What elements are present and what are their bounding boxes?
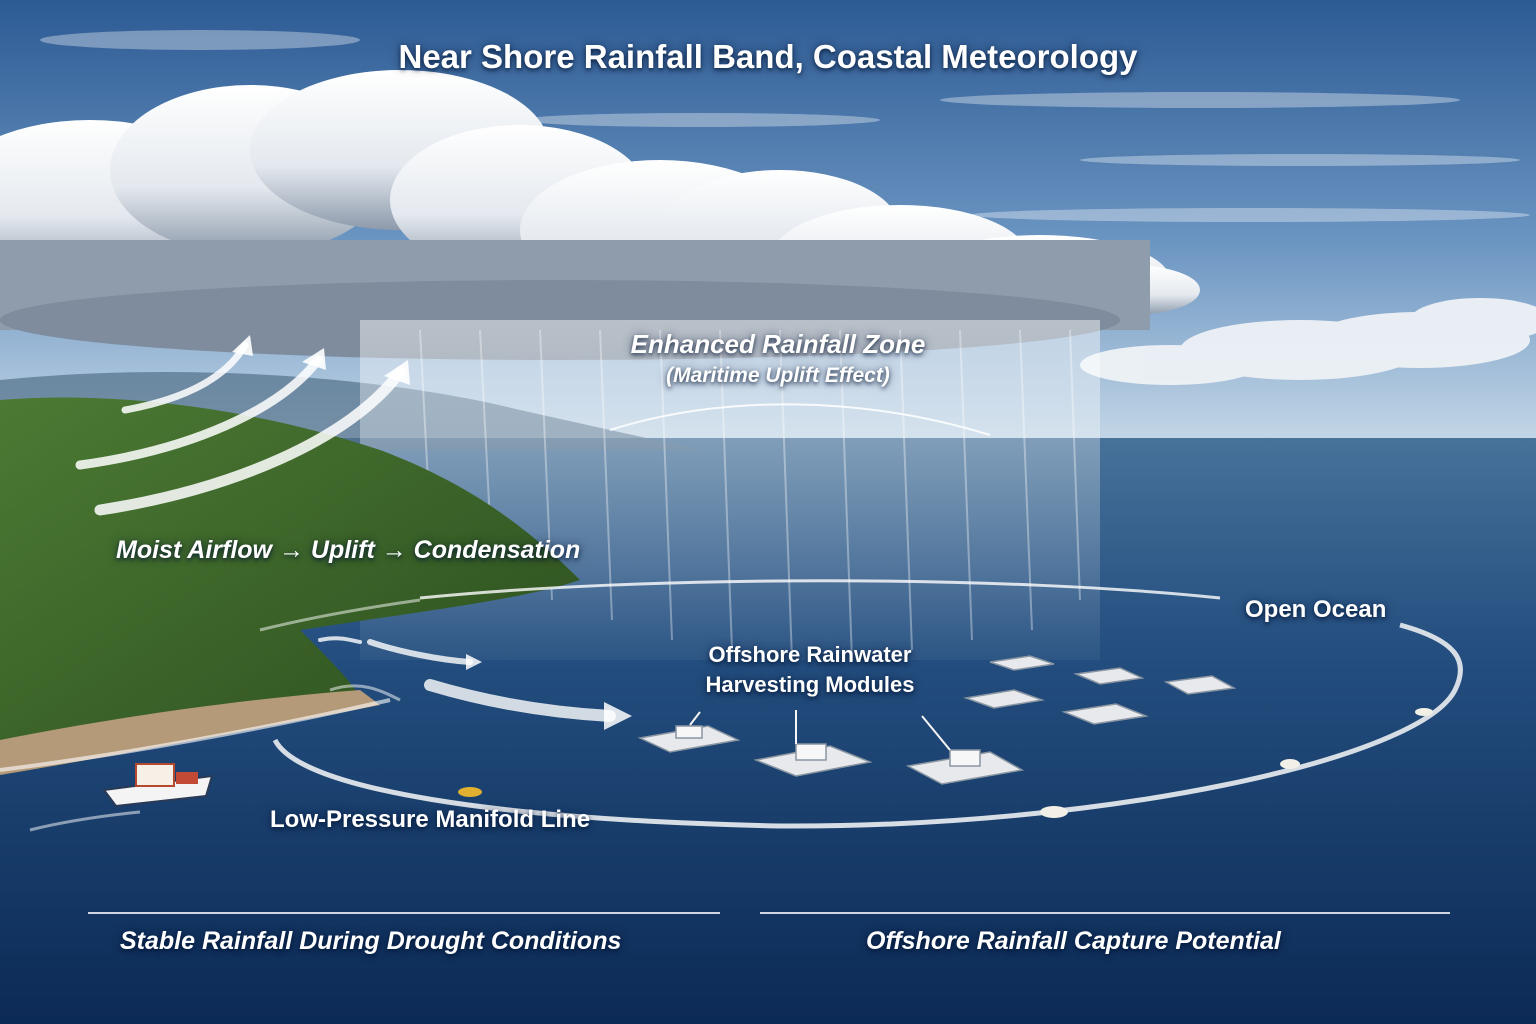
open-ocean-label: Open Ocean <box>1245 596 1387 623</box>
manifold-label: Low-Pressure Manifold Line <box>270 806 591 833</box>
boat-icon <box>102 763 214 808</box>
cumulus-cloud <box>0 70 1200 360</box>
caption-divider-left <box>88 912 720 914</box>
rain-zone-subtitle: (Maritime Uplift Effect) <box>666 364 890 387</box>
buoy-icon <box>458 708 1433 818</box>
uplift-arrow-icon <box>75 341 406 516</box>
harvesting-module-platforms <box>637 655 1237 785</box>
current-arrow-icon <box>318 636 616 722</box>
rain-zone-title: Enhanced Rainfall Zone <box>630 329 926 359</box>
rain-zone-label: Enhanced Rainfall Zone (Maritime Uplift … <box>0 328 1536 392</box>
modules-label-line-2: Harvesting Modules <box>705 672 915 697</box>
manifold-line <box>272 622 1463 829</box>
coastal-hillside <box>0 397 580 760</box>
caption-right: Offshore Rainfall Capture Potential <box>866 927 1281 955</box>
page-title: Near Shore Rainfall Band, Coastal Meteor… <box>398 38 1138 75</box>
modules-label-line-1: Offshore Rainwater <box>708 642 912 667</box>
caption-divider-right <box>760 912 1450 914</box>
modules-label: Offshore Rainwater Harvesting Modules <box>660 640 960 700</box>
caption-left: Stable Rainfall During Drought Condition… <box>120 927 622 955</box>
rain-curtain <box>360 320 1100 660</box>
airflow-sequence-label: Moist Airflow → Uplift → Condensation <box>116 536 581 564</box>
